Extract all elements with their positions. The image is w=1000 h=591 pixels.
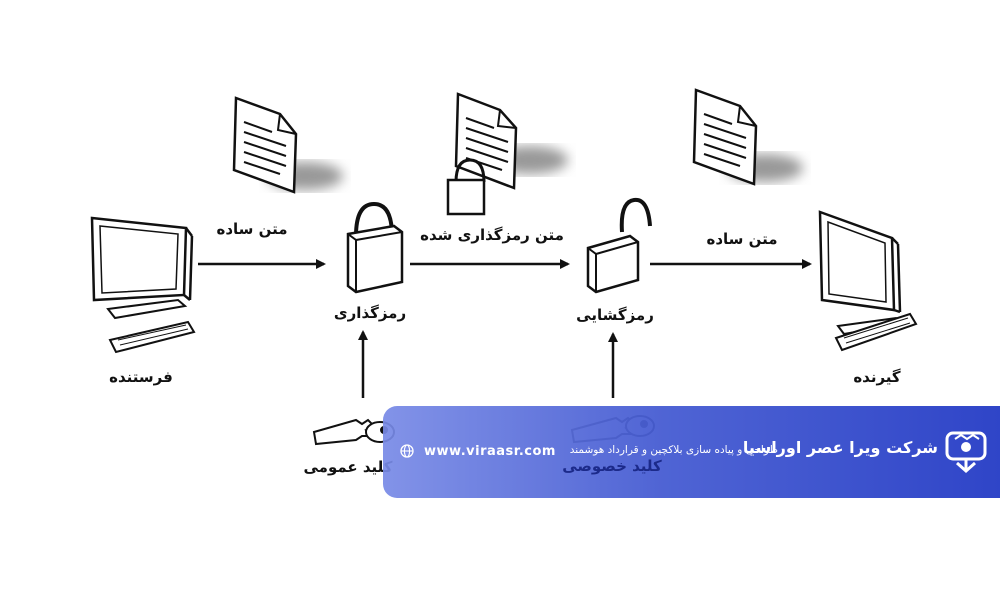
- edge-label-plain-text: متن ساده: [216, 220, 288, 238]
- globe-icon: [400, 444, 414, 458]
- node-label-public-key: کلید عمومی: [303, 458, 393, 476]
- closed-lock-icon: [346, 201, 404, 294]
- node-label-sender: فرستنده: [109, 368, 173, 386]
- sender-computer-icon: [90, 216, 196, 354]
- node-label-private-key: کلید خصوصی: [562, 457, 662, 475]
- company-banner: [383, 406, 1000, 498]
- company-logo: [945, 431, 987, 473]
- plain-document-icon: [232, 96, 343, 194]
- node-label-receiver: گیرنده: [853, 368, 901, 386]
- plain-document-icon: [692, 88, 803, 186]
- node-label-encryption: رمزگذاری: [333, 304, 407, 322]
- node-label-decryption: رمزگشایی: [576, 306, 654, 324]
- website-link[interactable]: www.viraasr.com: [424, 444, 556, 459]
- company-name: شرکت ویرا عصر اوراسیا: [742, 438, 938, 457]
- edge-label-plain-text: متن ساده: [706, 230, 778, 248]
- company-tagline: طراحی و پیاده سازی بلاکچین و قرارداد هوش…: [569, 444, 778, 456]
- public-key-icon: [312, 418, 395, 446]
- encrypted-document-icon: [446, 92, 568, 216]
- receiver-computer-icon: [818, 210, 918, 352]
- edge-label-cipher-text: متن رمزگذاری شده: [420, 226, 564, 244]
- open-lock-icon: [586, 197, 652, 294]
